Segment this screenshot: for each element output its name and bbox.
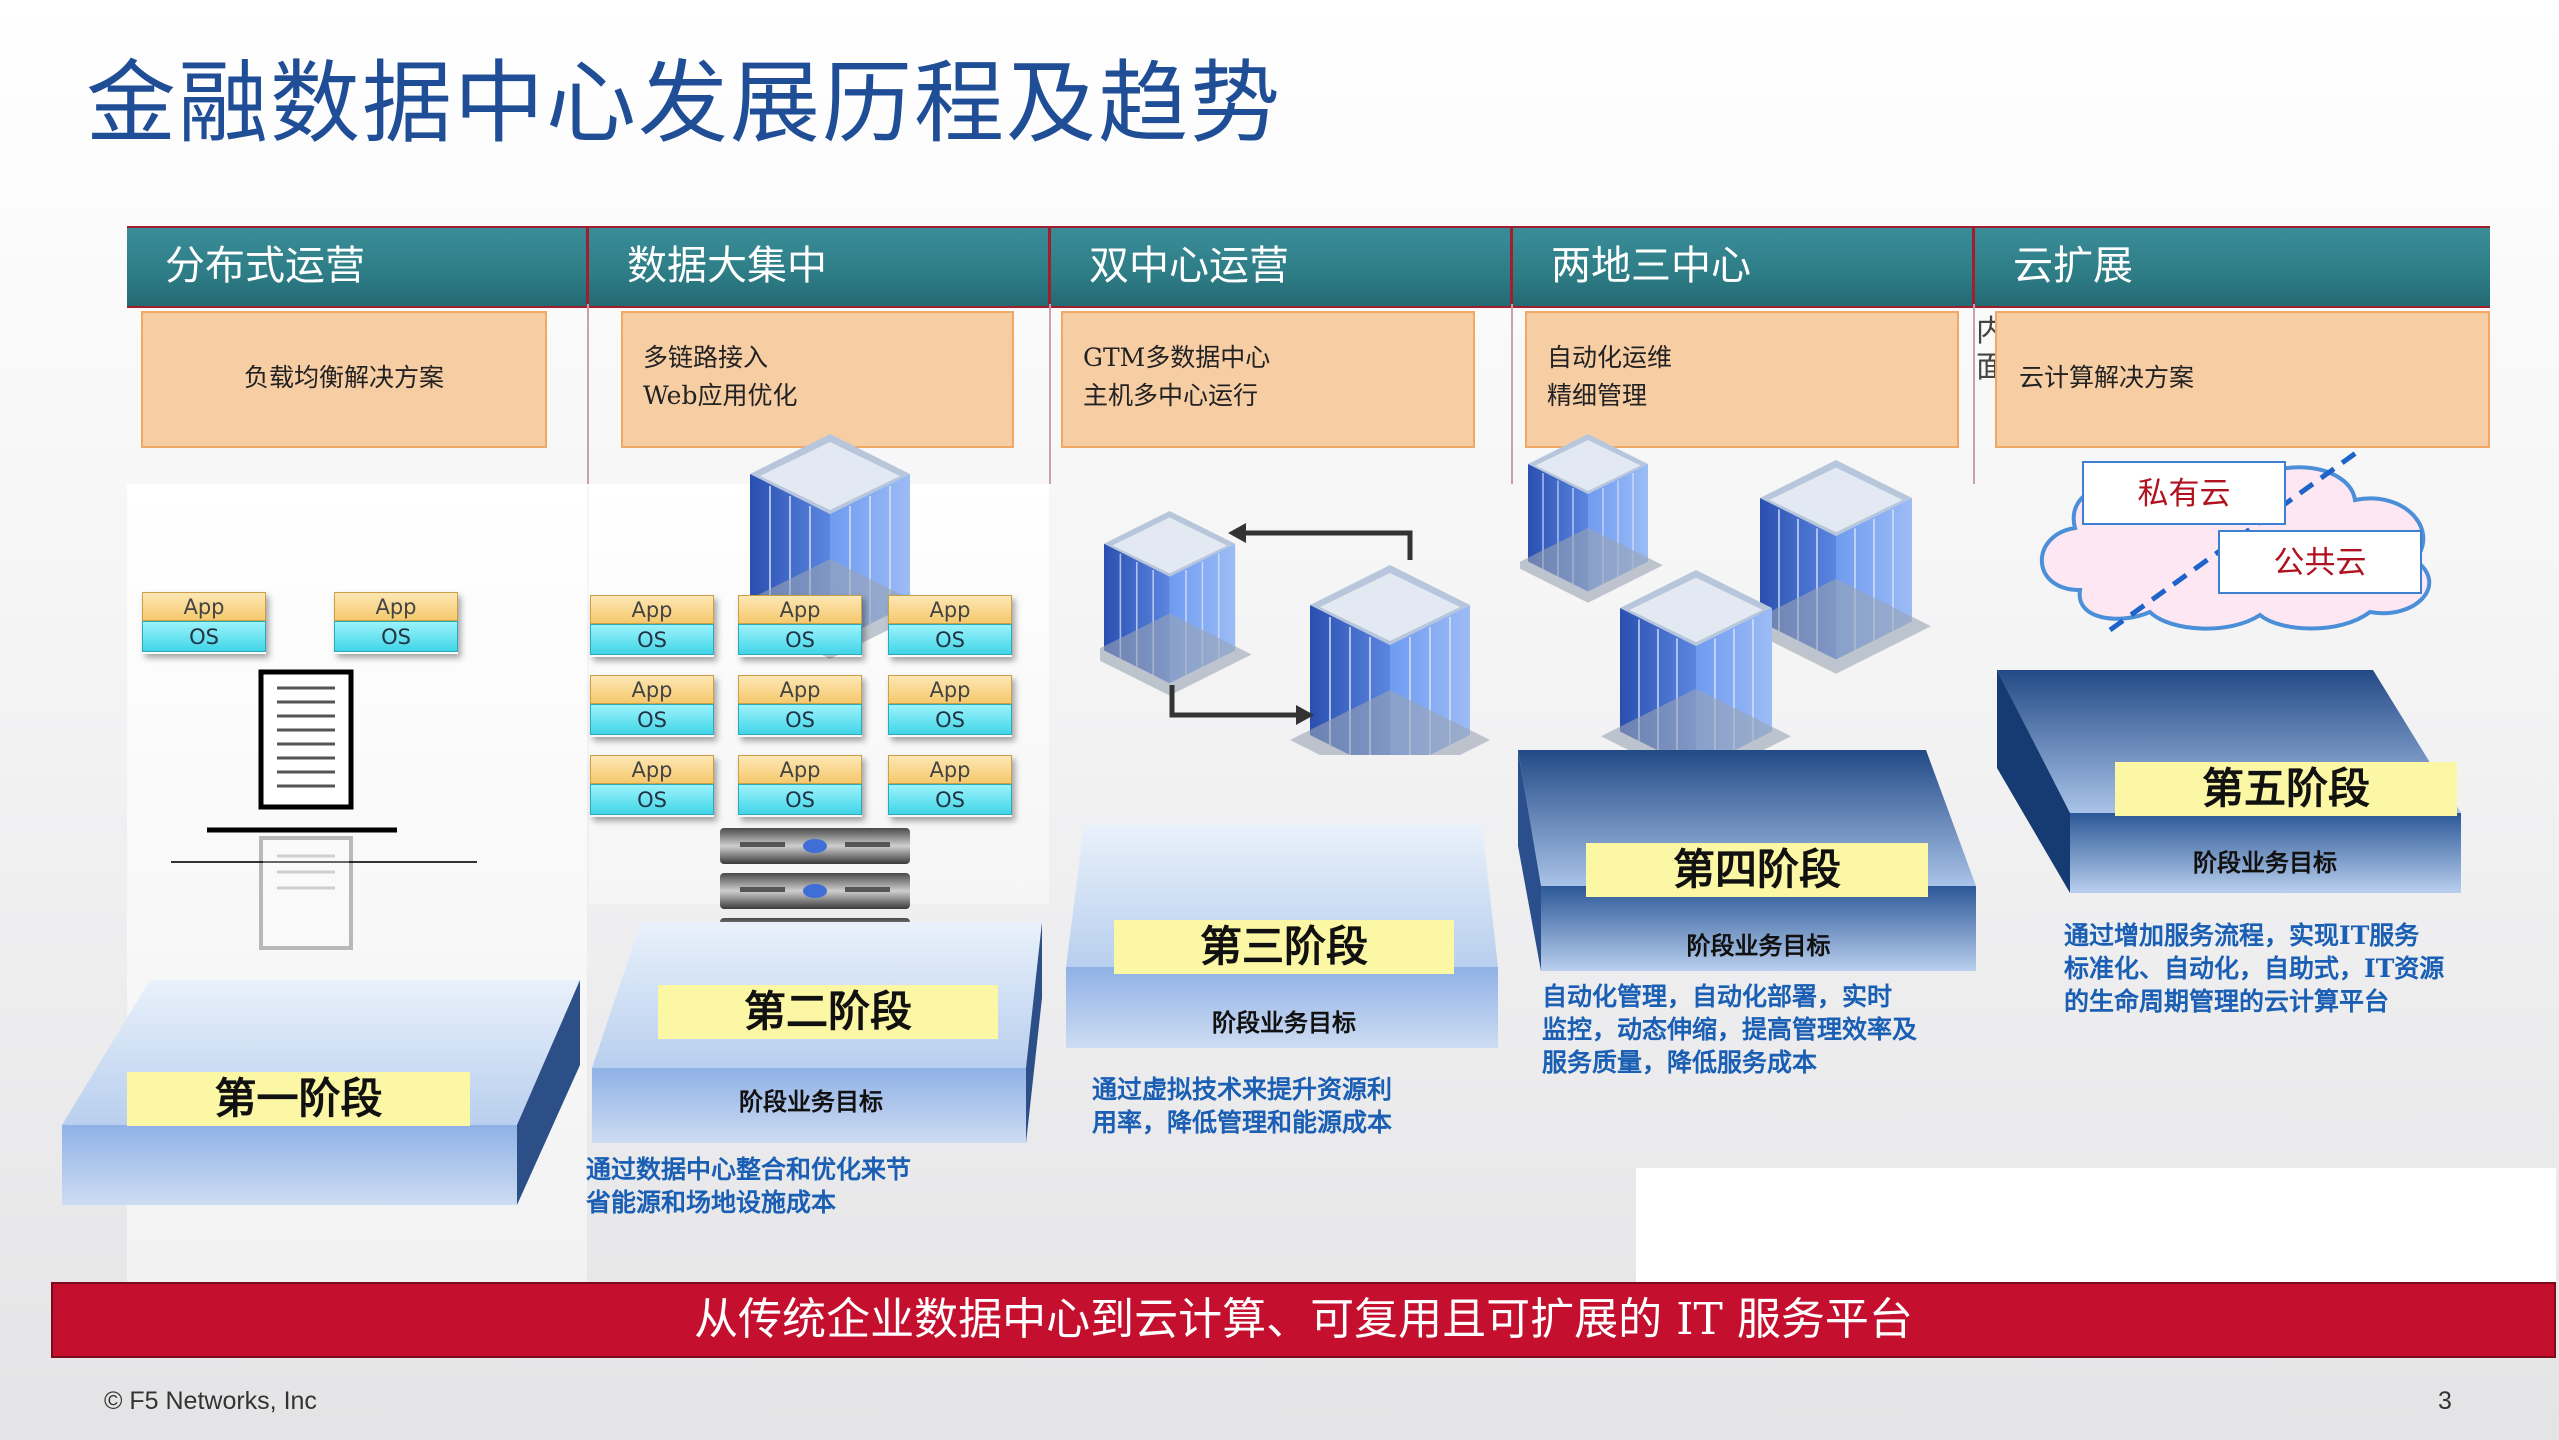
app-label: App	[590, 595, 714, 624]
banner-text: 从传统企业数据中心到云计算、可复用且可扩展的 IT 服务平台	[694, 1294, 1913, 1345]
os-label: OS	[590, 704, 714, 735]
slide-title: 金融数据中心发展历程及趋势	[86, 51, 1282, 156]
phase-5-header: 云扩展	[2013, 243, 2133, 289]
os-label: OS	[888, 704, 1012, 735]
app-os-tile: App OS	[334, 592, 458, 654]
app-label: App	[142, 592, 266, 621]
private-cloud-box: 私有云	[2082, 461, 2286, 525]
stage-4-goal: 阶段业务目标	[1686, 931, 1831, 960]
os-label: OS	[888, 784, 1012, 815]
solution-5-line1: 云计算解决方案	[2019, 363, 2195, 392]
stage-5-goal: 阶段业务目标	[2193, 848, 2337, 877]
solution-box-5: 云计算解决方案	[1995, 311, 2490, 448]
app-label: App	[590, 675, 714, 704]
solution-4-line2: 精细管理	[1547, 381, 1648, 410]
server-rack-icon	[171, 669, 477, 950]
solution-2-line2: Web应用优化	[643, 381, 798, 410]
bottom-banner: 从传统企业数据中心到云计算、可复用且可扩展的 IT 服务平台	[51, 1282, 2556, 1358]
solution-1-line1: 负载均衡解决方案	[243, 363, 444, 392]
app-label: App	[738, 755, 862, 784]
os-label: OS	[334, 621, 458, 652]
phase-divider	[1511, 304, 1513, 484]
stage-4-label: 第四阶段	[1586, 843, 1928, 897]
phase-divider	[1973, 304, 1975, 484]
app-label: App	[888, 675, 1012, 704]
stage-2-goal: 阶段业务目标	[739, 1087, 883, 1116]
solution-box-4: 自动化运维 精细管理	[1525, 311, 1959, 448]
private-cloud-label: 私有云	[2137, 476, 2231, 512]
solution-2-line1: 多链路接入	[643, 343, 769, 372]
os-label: OS	[888, 624, 1012, 655]
app-label: App	[738, 675, 862, 704]
app-os-tile: App OS	[142, 592, 266, 654]
phase-1-header: 分布式运营	[127, 228, 589, 306]
stage-5-description: 通过增加服务流程，实现IT服务 标准化、自动化，自助式，IT资源 的生命周期管理…	[2064, 921, 2445, 1016]
stage-2-label: 第二阶段	[658, 985, 998, 1039]
public-cloud-box: 公共云	[2218, 530, 2422, 594]
os-label: OS	[738, 624, 862, 655]
app-label: App	[590, 755, 714, 784]
public-cloud-label: 公共云	[2273, 545, 2367, 581]
stage-3-goal: 阶段业务目标	[1212, 1008, 1356, 1037]
app-label: App	[888, 755, 1012, 784]
solution-box-2: 多链路接入 Web应用优化	[621, 311, 1014, 448]
dual-datacenter-icon	[1100, 510, 1491, 755]
copyright-footer: © F5 Networks, Inc	[104, 1387, 317, 1415]
phase-header-bar: 分布式运营 数据大集中 双中心运营 两地三中心 云扩展	[127, 226, 2490, 308]
stage-4-description: 自动化管理，自动化部署，实时 监控，动态伸缩，提高管理效率及 服务质量，降低服务…	[1542, 982, 1918, 1077]
app-label: App	[888, 595, 1012, 624]
os-label: OS	[738, 784, 862, 815]
os-label: OS	[590, 624, 714, 655]
phase-4-header: 两地三中心	[1513, 228, 1975, 306]
white-panel	[1636, 1168, 2556, 1284]
stage-5-label: 第五阶段	[2115, 762, 2457, 816]
solution-3-line1: GTM多数据中心	[1083, 343, 1271, 372]
page-number: 3	[2438, 1387, 2452, 1415]
app-label: App	[334, 592, 458, 621]
stage-1-label: 第一阶段	[127, 1072, 470, 1126]
stage-3-label: 第三阶段	[1114, 920, 1454, 974]
stage-3-description: 通过虚拟技术来提升资源利 用率，降低管理和能源成本	[1092, 1075, 1393, 1137]
solution-3-line2: 主机多中心运行	[1083, 381, 1259, 410]
phase-divider	[587, 304, 589, 484]
os-label: OS	[738, 704, 862, 735]
os-label: OS	[142, 621, 266, 652]
phase-divider	[1049, 304, 1051, 484]
phase-3-header: 双中心运营	[1051, 228, 1513, 306]
app-label: App	[738, 595, 862, 624]
os-label: OS	[590, 784, 714, 815]
solution-4-line1: 自动化运维	[1547, 343, 1673, 372]
phase-2-header: 数据大集中	[589, 228, 1051, 306]
three-datacenter-icon	[1520, 433, 1932, 760]
solution-box-3: GTM多数据中心 主机多中心运行	[1061, 311, 1475, 448]
solution-box-1: 负载均衡解决方案	[141, 311, 547, 448]
stage-2-description: 通过数据中心整合和优化来节 省能源和场地设施成本	[586, 1155, 912, 1217]
